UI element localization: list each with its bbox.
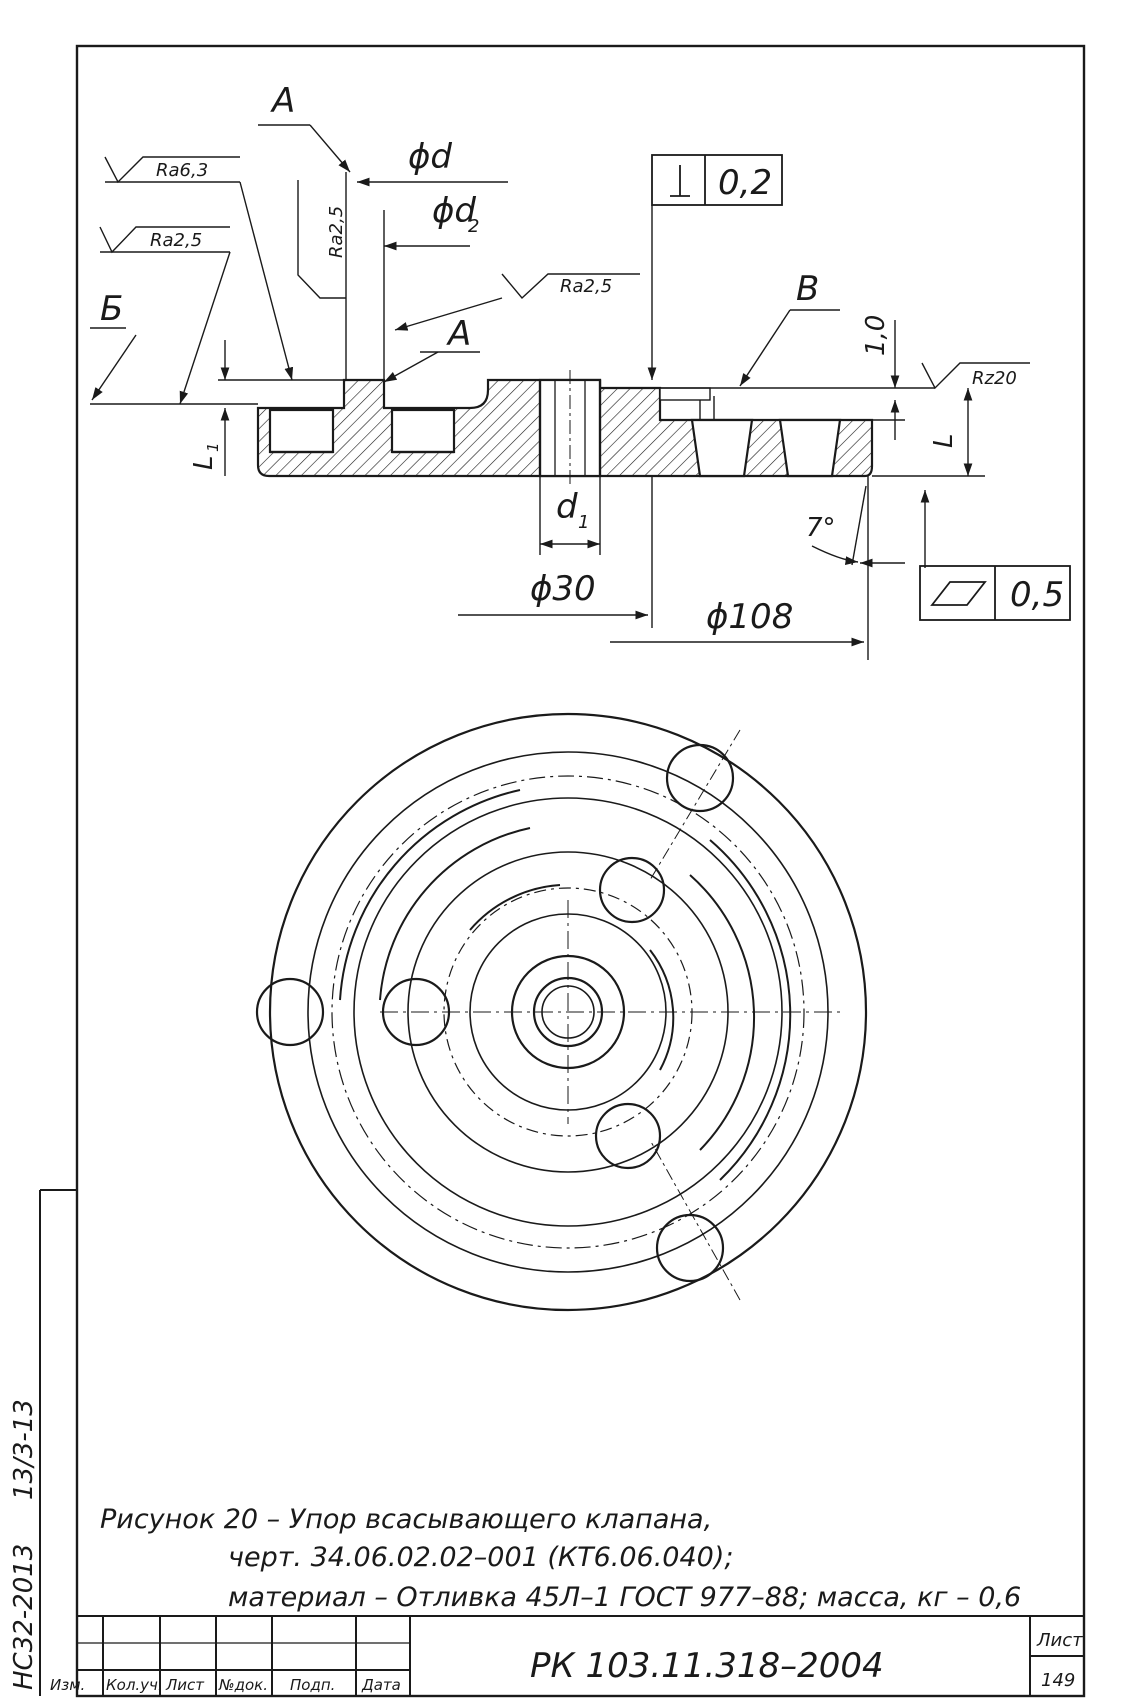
- margin-stamp-date: 13/3-13: [9, 1399, 39, 1500]
- hole-left-outer: [255, 977, 325, 1047]
- roughness-ra25-vert: Ra2,5: [326, 206, 347, 258]
- tolerance-flatness-value: 0,5: [1010, 575, 1064, 615]
- tapered-slot-2: [778, 418, 842, 478]
- label-phi-d2-sub: 2: [468, 216, 479, 237]
- title-col-data: Дата: [361, 1676, 401, 1694]
- label-section-a-mid: A: [446, 314, 471, 354]
- hole-top-right: [665, 743, 735, 813]
- title-col-ndok: №док.: [218, 1676, 268, 1694]
- sheet-number: 149: [1041, 1670, 1075, 1691]
- label-angle-7: 7°: [806, 513, 836, 543]
- label-dim-1-0: 1,0: [861, 315, 891, 356]
- tolerance-perpendicularity-value: 0,2: [718, 163, 772, 203]
- margin-stamp-code: НС32-2013: [9, 1544, 39, 1690]
- pocket-left: [268, 408, 335, 454]
- label-section-b: Б: [100, 289, 123, 329]
- label-phi30: ϕ30: [530, 569, 596, 609]
- caption-line-2: черт. 34.06.02.02–001 (КТ6.06.040);: [228, 1542, 733, 1573]
- hole-inner-top: [598, 856, 666, 924]
- section-view: [256, 370, 874, 486]
- caption-line-1: Рисунок 20 – Упор всасывающего клапана,: [100, 1504, 712, 1535]
- caption-line-3: материал – Отливка 45Л–1 ГОСТ 977–88; ма…: [228, 1582, 1021, 1613]
- roughness-ra25-mid: Ra2,5: [560, 276, 612, 297]
- document-code: РК 103.11.318–2004: [530, 1646, 884, 1686]
- perpendicularity-frame: [651, 154, 783, 206]
- label-phi108: ϕ108: [706, 597, 793, 637]
- label-L: L: [929, 434, 959, 449]
- arc-slot-inner-1: [469, 884, 561, 931]
- hole-bottom-right: [655, 1213, 725, 1283]
- label-d1: d: [556, 487, 578, 527]
- plan-view: [255, 712, 868, 1312]
- title-col-izm: Изм.: [50, 1676, 85, 1694]
- label-L1: L: [189, 456, 219, 471]
- arc-slot-inner-2: [649, 949, 675, 1071]
- outer-contour: [268, 712, 868, 1312]
- arc-slot-outer-2: [709, 839, 792, 1181]
- tapered-slot-1: [690, 418, 754, 478]
- label-phi-d: ϕd: [408, 137, 452, 177]
- label-L1-sub: 1: [204, 442, 222, 452]
- title-block: [77, 1615, 1084, 1696]
- label-phi-d2: ϕd: [432, 191, 476, 231]
- title-col-podp: Подп.: [290, 1676, 335, 1694]
- roughness-rz20: Rz20: [972, 368, 1017, 389]
- title-col-list: Лист: [165, 1676, 205, 1694]
- label-section-v: В: [796, 269, 819, 309]
- arc-slot-outer-1: [339, 789, 521, 1001]
- pocket-middle: [390, 408, 456, 454]
- roughness-ra63: Ra6,3: [156, 160, 208, 181]
- hole-inner-bottom: [594, 1102, 662, 1170]
- title-col-koluch: Кол.уч.: [106, 1676, 163, 1694]
- label-d1-sub: 1: [578, 512, 589, 533]
- flatness-frame: [919, 565, 1071, 621]
- sheet-label: Лист: [1036, 1630, 1083, 1651]
- roughness-ra25-left: Ra2,5: [150, 230, 202, 251]
- sheet-frame: [75, 44, 1086, 1698]
- dimension-lines: [90, 124, 1030, 660]
- label-section-a-top: A: [270, 81, 295, 121]
